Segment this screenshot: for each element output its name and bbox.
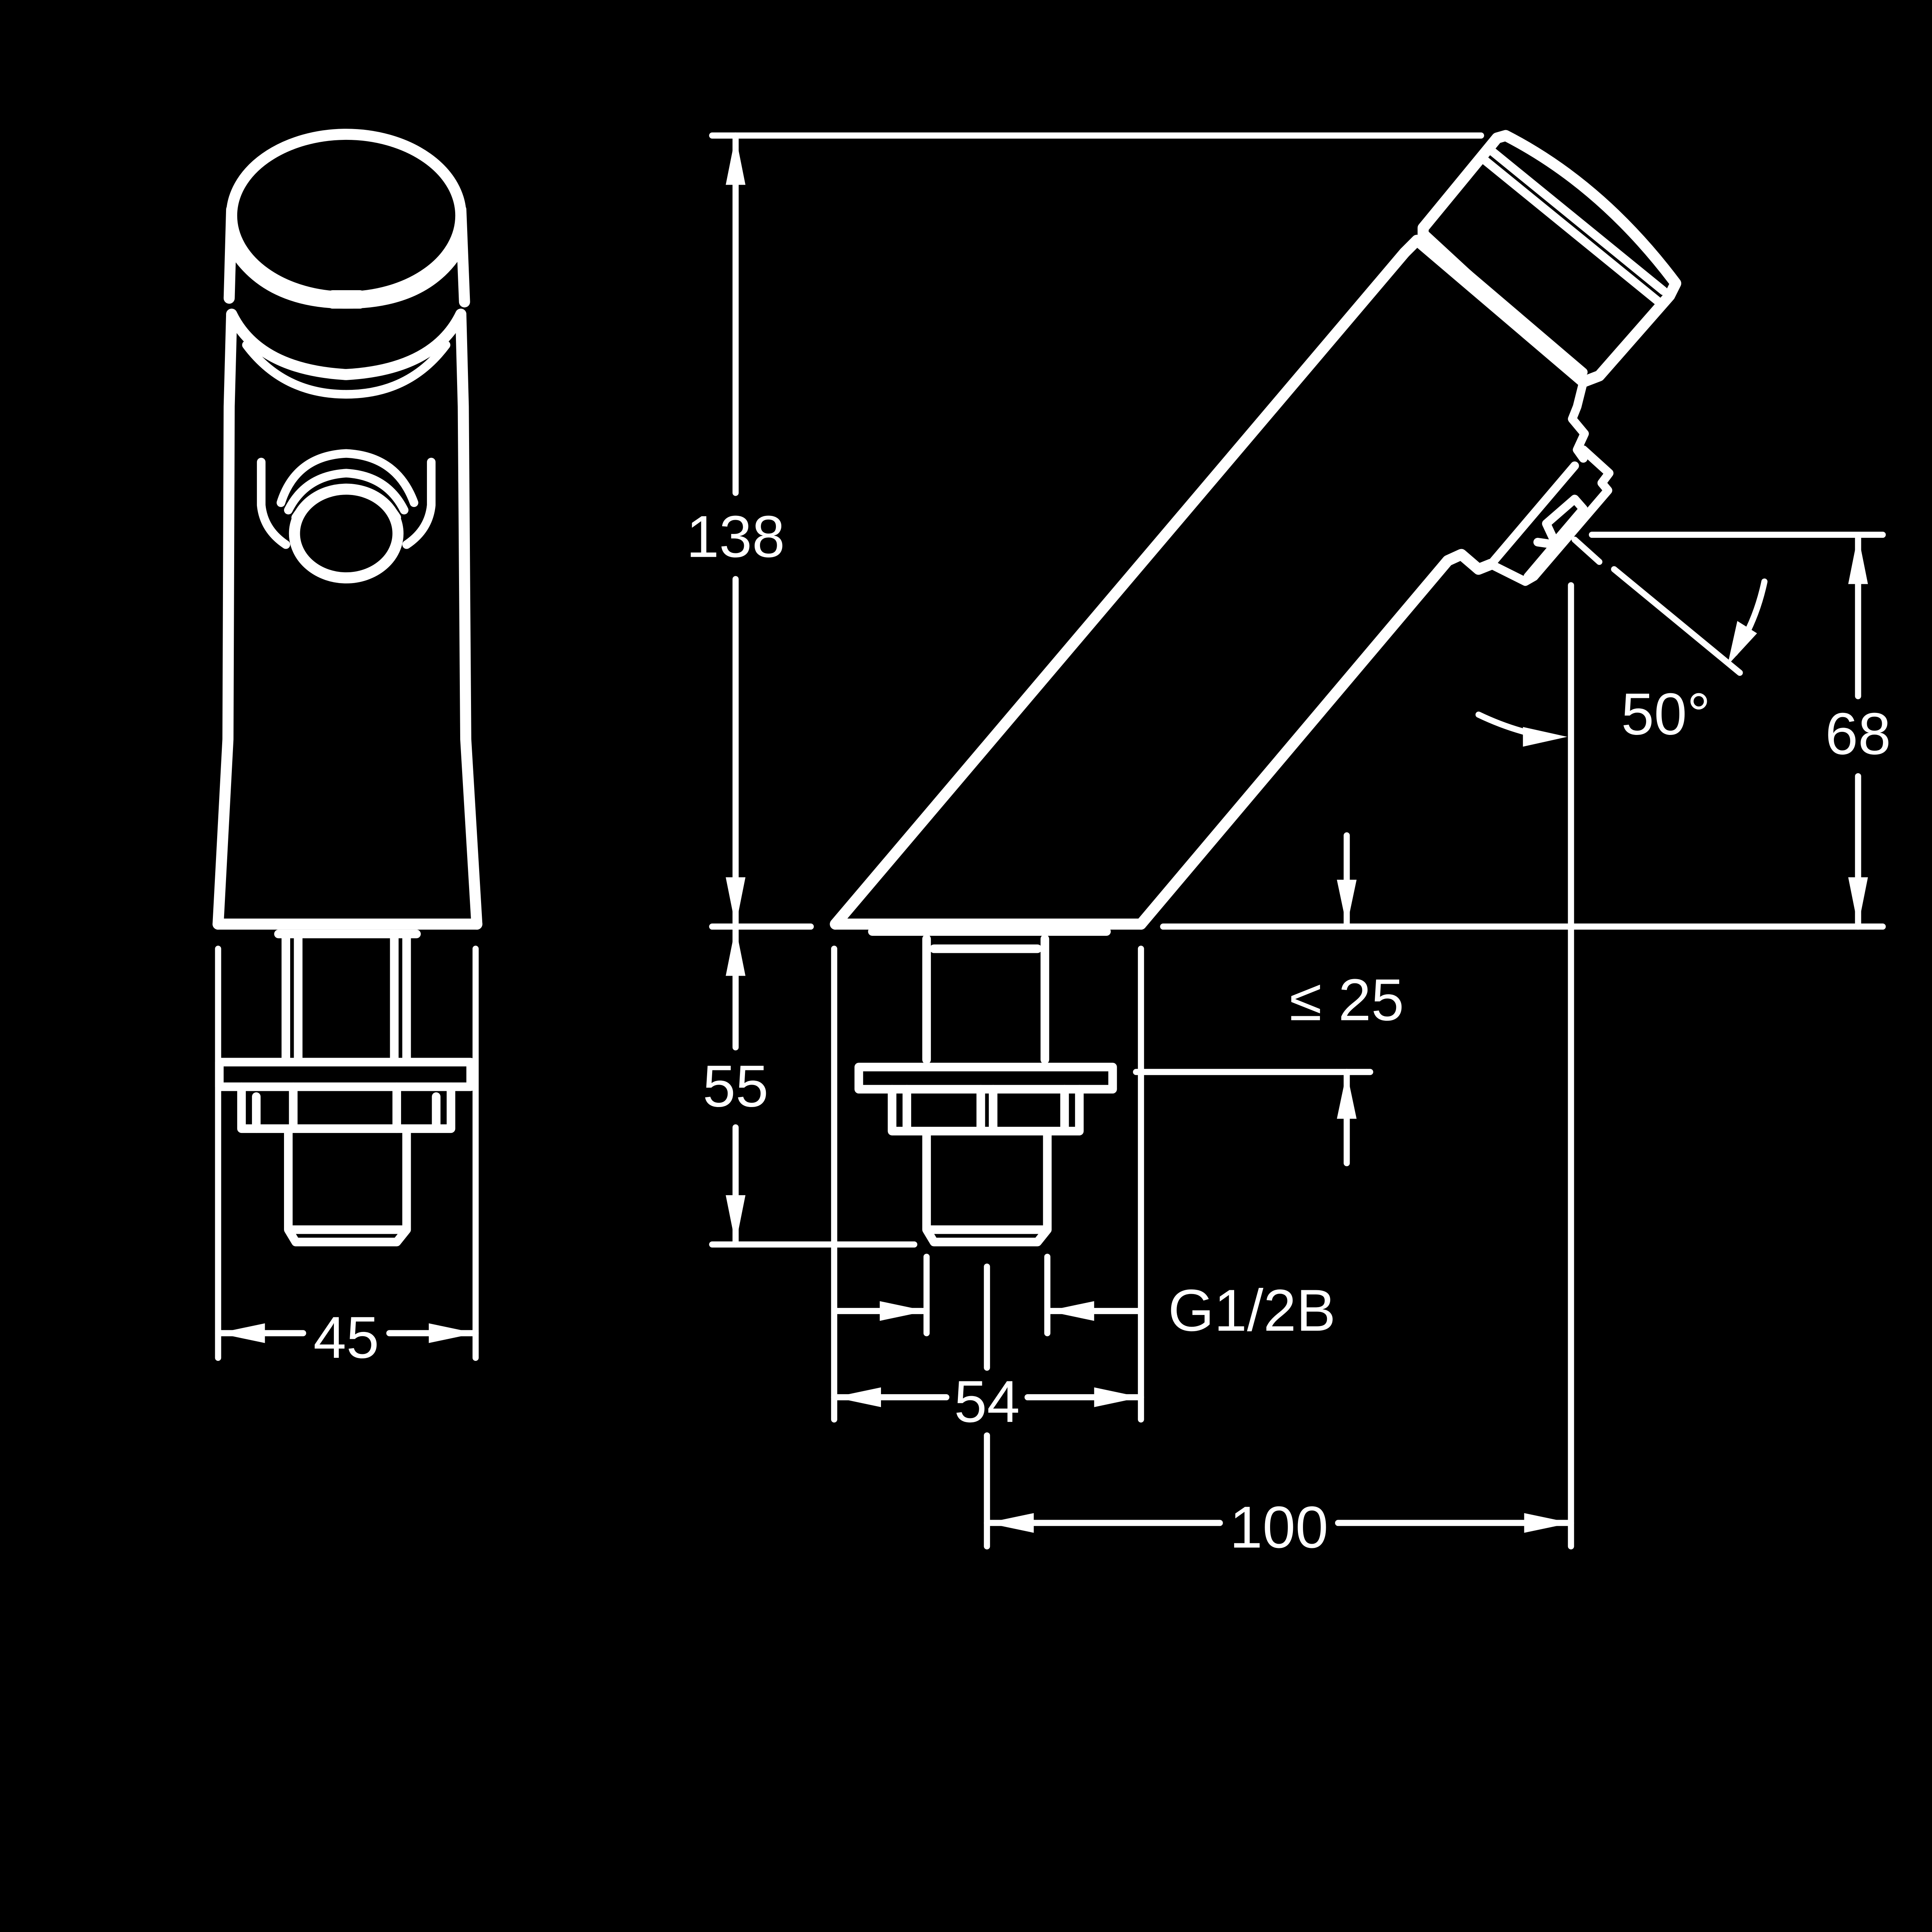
dim-angle-tick xyxy=(1571,536,1603,565)
front-washer xyxy=(215,1058,475,1091)
side-shank-lower xyxy=(922,1129,1052,1247)
dim-100-label: 100 xyxy=(1230,1494,1328,1560)
side-body-front xyxy=(1135,549,1497,930)
side-aerator xyxy=(1542,495,1588,547)
dim-thread-arrow-right xyxy=(1047,1301,1094,1321)
dim-45-arrow-right xyxy=(429,1323,476,1343)
dim-54-arrow-left xyxy=(834,1387,881,1407)
side-cap xyxy=(1417,130,1682,388)
front-cap-right-edge xyxy=(455,204,470,308)
dim-55-arrow-top xyxy=(726,926,746,976)
dim-angle-arrow-left xyxy=(1523,727,1568,747)
side-cap-line-2 xyxy=(1480,156,1662,305)
dim-138-label: 138 xyxy=(686,503,785,570)
front-nut xyxy=(237,1082,456,1133)
side-outlet xyxy=(1486,445,1614,586)
dim-100-arrow-left xyxy=(987,1513,1034,1533)
front-collar-curve xyxy=(226,308,466,380)
side-shank-upper xyxy=(922,934,1049,1064)
dim-thread-label: G1/2B xyxy=(1168,1277,1336,1344)
front-cap-notch xyxy=(327,290,366,309)
side-body-back xyxy=(830,247,1410,930)
dim-25-arrow-top xyxy=(1337,879,1357,927)
front-button-guard-left xyxy=(257,457,290,549)
front-view: 45 xyxy=(213,129,483,1371)
dim-thread-arrow-left xyxy=(879,1301,927,1321)
dim-angle-label: 50° xyxy=(1621,681,1710,747)
dim-138-arrow-bottom xyxy=(726,877,746,927)
front-button-guard-right xyxy=(402,457,436,549)
front-button xyxy=(289,483,404,583)
side-lever-profile xyxy=(1568,378,1589,463)
side-cap-line-1 xyxy=(1486,146,1668,295)
dim-138-arrow-top xyxy=(726,135,746,185)
dim-45-arrow-left xyxy=(218,1323,265,1343)
front-shank-upper xyxy=(281,929,411,1064)
front-body-left xyxy=(213,308,237,930)
front-button-ring-outer xyxy=(276,449,418,507)
dim-68-arrow-bottom xyxy=(1848,877,1868,927)
dim-25-arrow-bottom xyxy=(1337,1072,1357,1119)
front-nut-facets xyxy=(252,1082,440,1133)
side-aerator-tip xyxy=(1523,537,1560,581)
dim-68-label: 68 xyxy=(1825,701,1891,767)
side-washer xyxy=(854,1063,1117,1094)
dim-68-arrow-top xyxy=(1848,534,1868,584)
dim-54-arrow-right xyxy=(1094,1387,1141,1407)
dim-angle-leader xyxy=(1611,566,1743,676)
front-body-right xyxy=(455,308,483,930)
side-dimensions: 138 55 68 50° ≤ 25 xyxy=(686,132,1891,1560)
front-cap-top xyxy=(226,129,466,303)
front-shank-lower xyxy=(284,1127,411,1247)
dim-55-label: 55 xyxy=(703,1053,769,1119)
dim-54-label: 54 xyxy=(954,1369,1020,1435)
dim-angle-arrow-right xyxy=(1727,621,1757,665)
dim-100-arrow-right xyxy=(1524,1513,1571,1533)
front-collar-curve-lower xyxy=(242,340,451,399)
dim-55-arrow-bottom xyxy=(726,1195,746,1245)
side-cap-line-3 xyxy=(1429,240,1588,377)
side-view xyxy=(830,130,1682,1247)
front-button-ring-inner xyxy=(284,469,409,515)
dim-25-label: ≤ 25 xyxy=(1289,967,1404,1033)
side-nut xyxy=(888,1085,1084,1136)
dim-45-label: 45 xyxy=(313,1304,379,1371)
